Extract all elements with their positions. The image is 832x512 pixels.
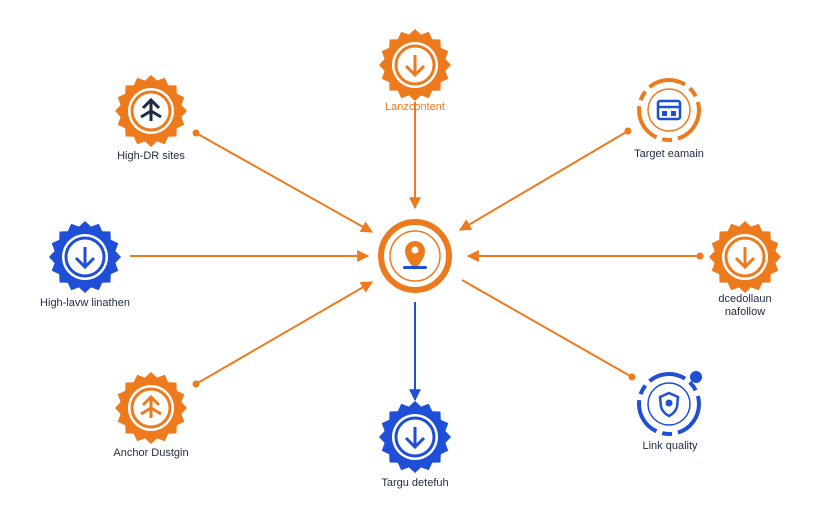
shield-icon <box>658 391 680 418</box>
node-label-bottom: Targu detefuh <box>381 477 449 489</box>
node-label-bottom-right: Link quality <box>642 440 698 452</box>
badge-right <box>709 221 781 293</box>
arrow-down-icon <box>404 427 426 450</box>
badge-top <box>379 29 451 101</box>
badge-top-right <box>637 78 701 142</box>
node-label-top: Lanzcontent <box>385 101 445 113</box>
connector-dot <box>192 380 200 388</box>
badge-bottom-left <box>115 372 187 444</box>
connector-bottom-left <box>195 281 374 385</box>
connector-top-right <box>458 130 629 231</box>
connector-top-left <box>195 132 374 233</box>
arrow-down-icon <box>74 247 96 270</box>
status-dot <box>690 371 702 383</box>
badge-bottom <box>379 401 451 473</box>
node-label-right: dcedollaun nafollow <box>718 293 772 318</box>
badge-bottom-right <box>637 371 702 436</box>
arrow-up-icon <box>140 97 162 121</box>
connector-dot <box>192 129 200 137</box>
location-pin-icon <box>403 241 427 270</box>
arrow-up-icon <box>140 394 162 418</box>
center-hub <box>378 219 452 293</box>
connector-dot <box>624 127 632 135</box>
browser-window-icon <box>656 99 682 121</box>
connector-dot <box>628 373 636 381</box>
badge-top-left <box>115 75 187 147</box>
node-label-top-left: High-DR sites <box>117 150 185 162</box>
connectors <box>130 102 704 402</box>
node-label-left: High-lavw linathen <box>40 297 130 309</box>
arrow-down-icon <box>734 247 756 270</box>
node-label-top-right: Target eamain <box>634 148 704 160</box>
connector-dot <box>696 252 704 260</box>
badge-left <box>49 221 121 293</box>
node-label-bottom-left: Anchor Dustgin <box>113 447 189 459</box>
arrow-down-icon <box>404 55 426 78</box>
connector-bottom-right <box>461 279 633 378</box>
